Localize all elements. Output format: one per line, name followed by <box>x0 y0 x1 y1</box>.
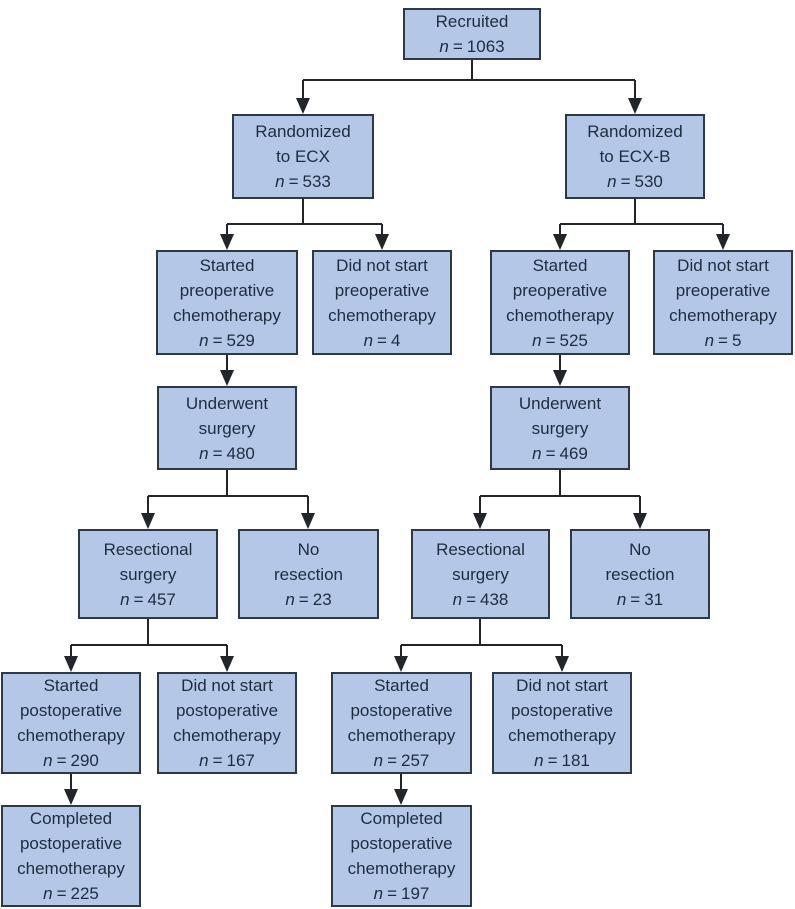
box-label-line: preoperative <box>334 280 430 300</box>
n-count: n=31 <box>616 589 664 609</box>
n-count: n=1063 <box>439 37 505 56</box>
n-count: n=225 <box>43 884 99 903</box>
box-label-line: Completed <box>360 809 443 828</box>
node-ecx-no-postop-chemo: Did not start postoperative chemotherapy… <box>157 672 297 774</box>
n-count: n=457 <box>120 589 176 609</box>
box-label-line: Underwent <box>518 393 602 413</box>
box-label-line: to ECX-B <box>599 147 671 166</box>
box-label-line: postoperative <box>510 701 614 720</box>
node-ecx-no-resection: No resection n=23 <box>238 529 379 619</box>
box-label-line: postoperative <box>19 834 123 853</box>
node-ecxb-underwent-surgery: Underwent surgery n=469 <box>490 386 630 470</box>
node-ecx-started-preop-chemo: Started preoperative chemotherapy n=529 <box>156 250 298 355</box>
node-ecxb-started-preop-chemo: Started preoperative chemotherapy n=525 <box>490 250 630 355</box>
n-count: n=480 <box>199 443 255 463</box>
node-ecxb-no-resection: No resection n=31 <box>570 529 710 619</box>
node-ecxb-no-preop-chemo: Did not start preoperative chemotherapy … <box>653 250 793 355</box>
box-label-line: chemotherapy <box>347 726 456 745</box>
box-label-line: No <box>297 539 320 559</box>
n-count: n=5 <box>704 330 742 350</box>
box-label-line: postoperative <box>350 701 453 720</box>
box-label-line: chemotherapy <box>328 305 436 325</box>
box-label-line: Did not start <box>677 255 769 275</box>
box-label-line: Did not start <box>516 676 608 695</box>
n-count: n=530 <box>607 172 663 191</box>
box-label-line: Randomized <box>587 122 683 141</box>
n-count: n=167 <box>199 751 255 770</box>
box-label-line: chemotherapy <box>173 726 281 745</box>
box-label-line: Started <box>374 676 429 695</box>
box-label-line: Started <box>43 676 99 695</box>
box-label-line: Did not start <box>336 255 428 275</box>
box-label-line: chemotherapy <box>506 305 614 325</box>
box-label-line: preoperative <box>675 280 771 300</box>
box-label-line: postoperative <box>19 701 123 720</box>
node-ecxb-resectional-surgery: Resectional surgery n=438 <box>411 529 550 619</box>
box-label-line: preoperative <box>512 280 608 300</box>
box-label-line: preoperative <box>179 280 275 300</box>
box-label-line: Resectional <box>436 539 525 559</box>
box-label-line: postoperative <box>350 834 453 853</box>
box-label-line: chemotherapy <box>17 859 125 878</box>
node-randomized-ecx: Randomized to ECX n=533 <box>232 114 374 199</box>
node-ecx-completed-postop-chemo: Completed postoperative chemotherapy n=2… <box>1 805 141 907</box>
box-label-line: surgery <box>452 564 509 584</box>
box-label-line: chemotherapy <box>347 859 456 878</box>
n-count: n=290 <box>43 751 99 770</box>
n-count: n=533 <box>275 172 331 191</box>
n-count: n=529 <box>199 330 255 350</box>
node-ecx-no-preop-chemo: Did not start preoperative chemotherapy … <box>312 250 452 355</box>
box-label-line: chemotherapy <box>669 305 777 325</box>
box-label-line: Completed <box>29 809 113 828</box>
box-label-line: resection <box>274 564 343 584</box>
box-label-line: No <box>629 539 651 559</box>
node-ecxb-started-postop-chemo: Started postoperative chemotherapy n=257 <box>331 672 472 774</box>
node-ecx-underwent-surgery: Underwent surgery n=480 <box>157 386 297 470</box>
box-label-line: Resectional <box>103 539 193 559</box>
box-label-line: Underwent <box>185 393 269 413</box>
box-label-line: Did not start <box>181 676 273 695</box>
node-ecxb-no-postop-chemo: Did not start postoperative chemotherapy… <box>492 672 632 774</box>
box-label-line: chemotherapy <box>17 726 125 745</box>
n-count: n=525 <box>532 330 588 350</box>
node-ecx-resectional-surgery: Resectional surgery n=457 <box>78 529 218 619</box>
box-label-line: postoperative <box>175 701 279 720</box>
n-count: n=197 <box>373 884 430 903</box>
box-label-line: to ECX <box>276 147 330 166</box>
box-label-line: surgery <box>531 418 589 438</box>
n-count: n=438 <box>452 589 509 609</box>
box-label-line: chemotherapy <box>508 726 616 745</box>
node-randomized-ecxb: Randomized to ECX-B n=530 <box>565 114 705 199</box>
box-label-line: Started <box>199 255 255 275</box>
node-ecx-started-postop-chemo: Started postoperative chemotherapy n=290 <box>1 672 141 774</box>
node-recruited: Recruited n=1063 <box>403 8 541 60</box>
box-label-line: chemotherapy <box>173 305 281 325</box>
n-count: n=23 <box>285 589 332 609</box>
box-label-line: Randomized <box>255 122 351 141</box>
box-label-line: surgery <box>119 564 177 584</box>
box-label-line: resection <box>605 564 675 584</box>
box-label-line: Started <box>532 255 588 275</box>
n-count: n=4 <box>363 330 401 350</box>
box-label-line: Recruited <box>435 12 509 31</box>
box-label-line: surgery <box>198 418 256 438</box>
n-count: n=257 <box>373 751 430 770</box>
n-count: n=469 <box>532 443 588 463</box>
node-ecxb-completed-postop-chemo: Completed postoperative chemotherapy n=1… <box>331 805 472 907</box>
n-count: n=181 <box>534 751 590 770</box>
